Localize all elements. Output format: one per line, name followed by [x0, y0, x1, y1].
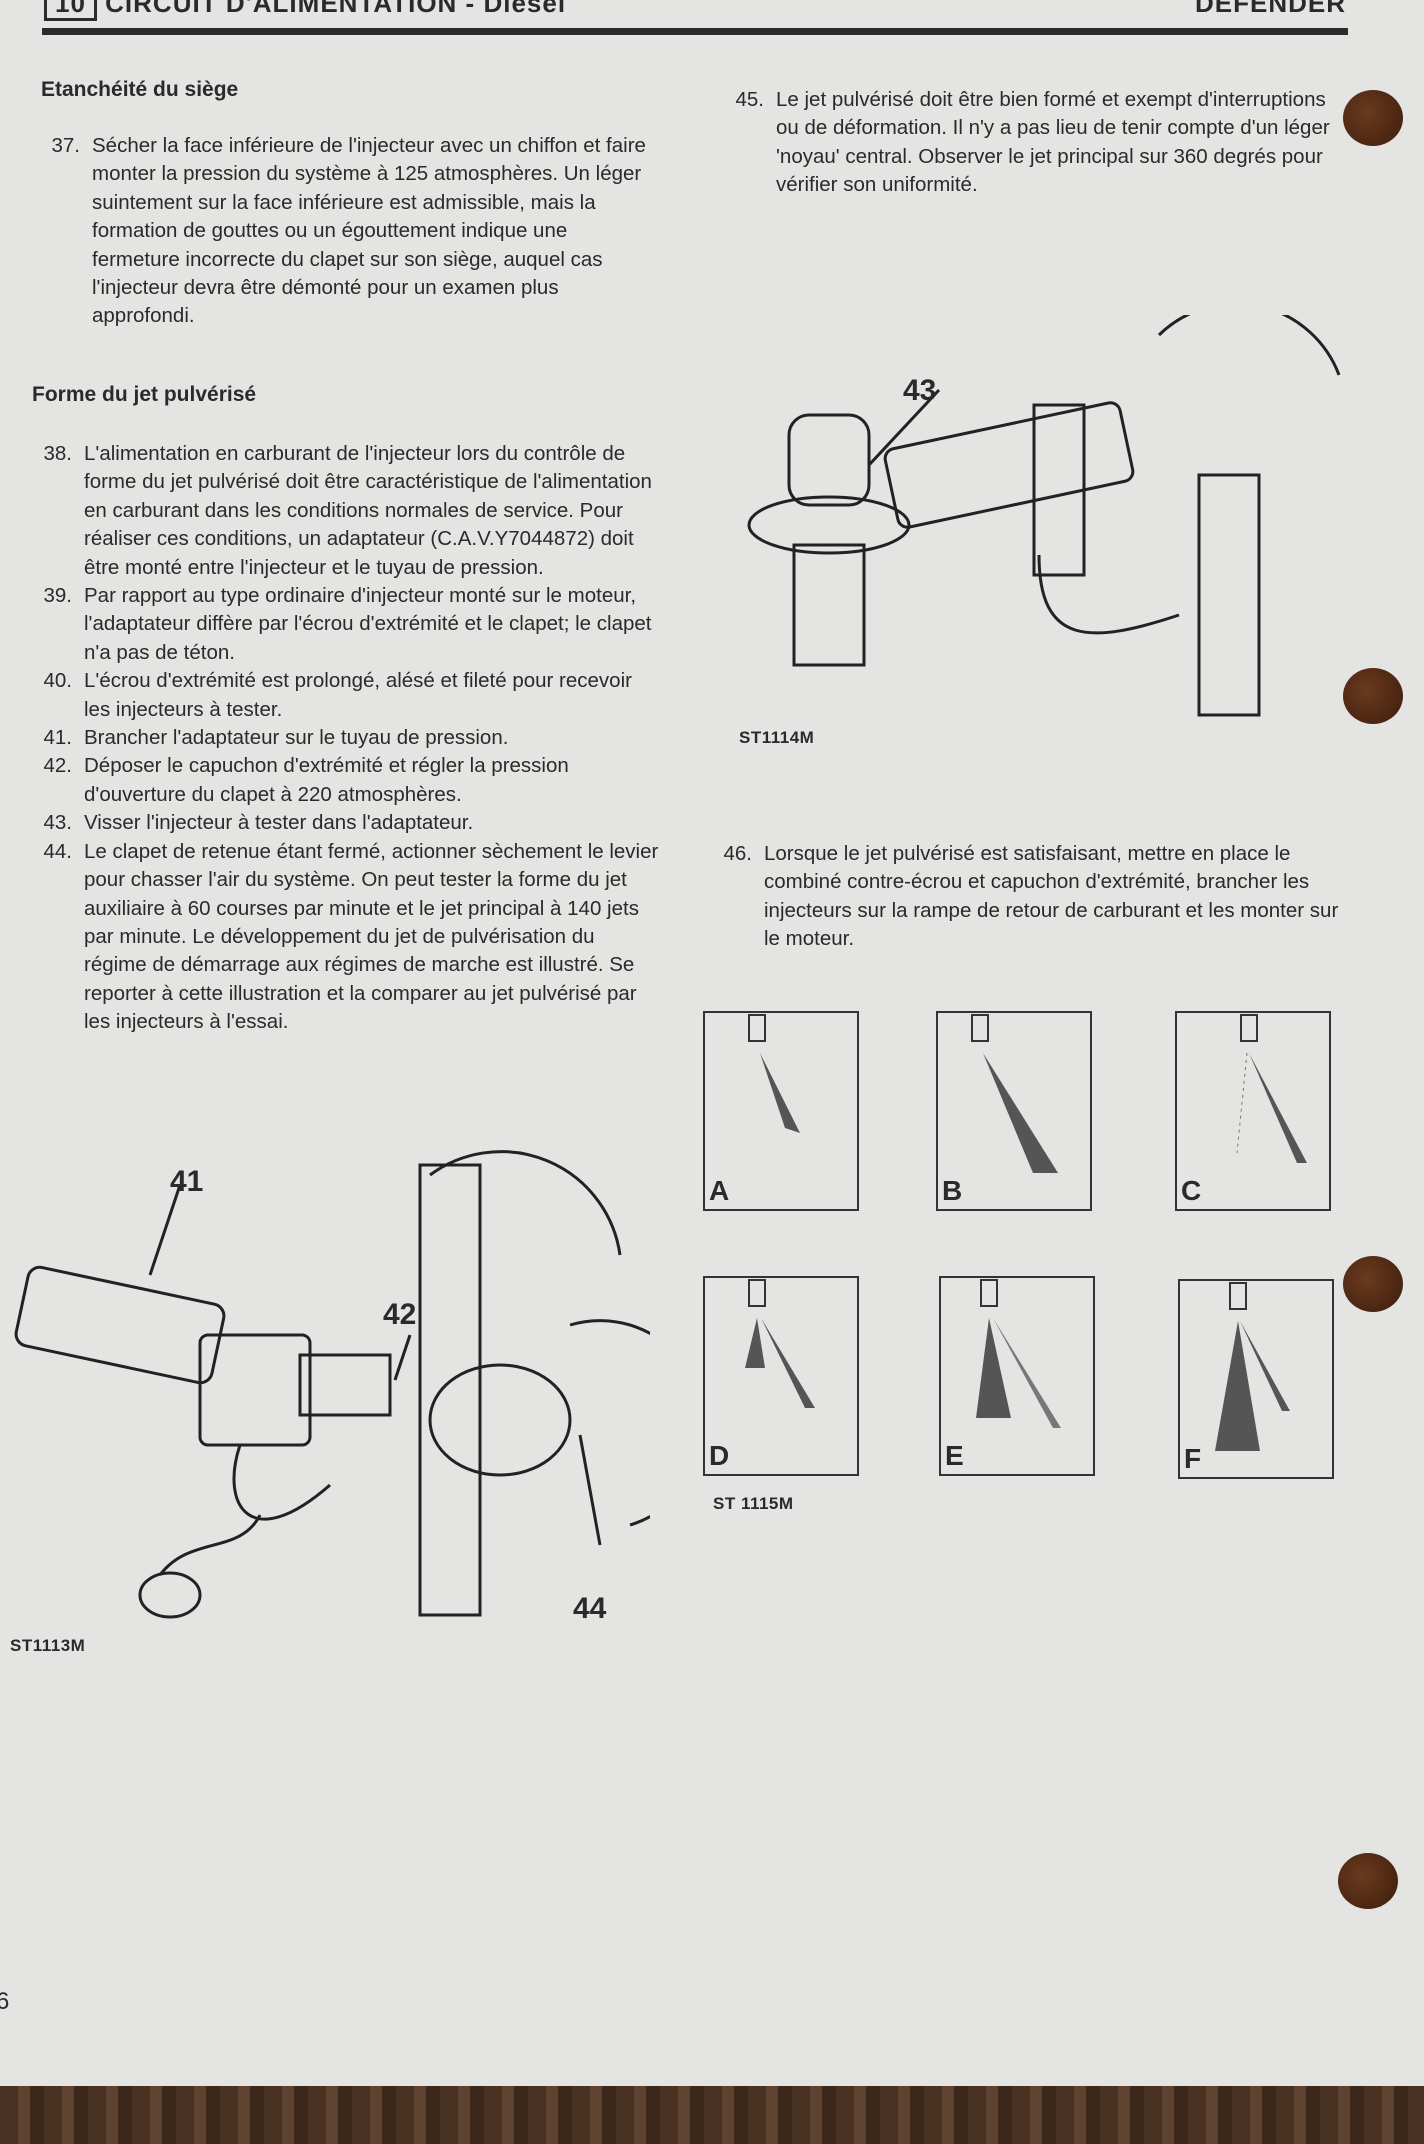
adaptor-illustration — [14, 1150, 650, 1619]
punch-hole — [1343, 668, 1403, 724]
step-38: 38.L'alimentation en carburant de l'inje… — [43, 442, 652, 579]
spray-f-drawing — [1215, 1282, 1290, 1451]
step-39: 39.Par rapport au type ordinaire d'injec… — [43, 584, 652, 664]
wood-surface — [0, 2086, 1424, 2144]
step-37: 37.Sécher la face inférieure de l'inject… — [51, 134, 646, 328]
steps-list: 38.L'alimentation en carburant de l'inje… — [30, 440, 660, 1037]
spray-label-c: C — [1181, 1175, 1202, 1206]
spray-a-drawing — [748, 1014, 800, 1133]
heading-seat-seal: Etanchéité du siège — [41, 78, 239, 101]
figure-caption-st1115m: ST 1115M — [713, 1494, 794, 1513]
spray-label-f: F — [1184, 1443, 1202, 1474]
page-number: 6 — [0, 1988, 10, 2015]
step-43: 43.Visser l'injecteur à tester dans l'ad… — [43, 811, 474, 835]
spray-b-drawing — [971, 1014, 1058, 1173]
step-40: 40.L'écrou d'extrémité est prolongé, alé… — [43, 669, 632, 721]
header-rule — [42, 28, 1348, 35]
figure-caption-st1113m: ST1113M — [10, 1636, 86, 1655]
spray-e-drawing — [976, 1279, 1061, 1428]
spray-e: E — [939, 1276, 1095, 1476]
callout-44: 44 — [573, 1592, 607, 1625]
spray-c: C — [1175, 1011, 1331, 1211]
callout-43: 43 — [903, 374, 937, 407]
callout-41: 41 — [170, 1165, 204, 1198]
punch-hole — [1343, 90, 1403, 146]
punch-hole — [1343, 1256, 1403, 1312]
step-46: 46.Lorsque le jet pulvérisé est satisfai… — [723, 842, 1339, 951]
step-42: 42.Déposer le capuchon d'extrémité et ré… — [43, 754, 569, 806]
spray-a: A — [703, 1011, 859, 1211]
header-section: 10 CIRCUIT D'ALIMENTATION - Diesel — [44, 0, 566, 21]
spray-label-e: E — [945, 1440, 964, 1471]
header-brand: DEFENDER — [1194, 0, 1346, 18]
step-44: 44.Le clapet de retenue étant fermé, act… — [43, 839, 659, 1034]
step-45: 45.Le jet pulvérisé doit être bien formé… — [735, 88, 1330, 197]
heading-spray-form: Forme du jet pulvérisé — [32, 383, 257, 406]
spray-d: D — [703, 1276, 859, 1476]
spray-label-b: B — [942, 1175, 963, 1206]
figure-caption-st1114m: ST1114M — [739, 728, 815, 747]
injector-adaptor-illustration — [747, 315, 1341, 717]
spray-f: F — [1178, 1279, 1334, 1479]
punch-hole — [1338, 1853, 1398, 1909]
callout-42: 42 — [383, 1298, 417, 1331]
spray-b: B — [936, 1011, 1092, 1211]
spray-c-drawing — [1236, 1014, 1307, 1163]
spray-label-d: D — [709, 1440, 730, 1471]
spray-label-a: A — [709, 1175, 730, 1206]
step-41: 41.Brancher l'adaptateur sur le tuyau de… — [43, 726, 509, 750]
spray-d-drawing — [745, 1279, 815, 1408]
